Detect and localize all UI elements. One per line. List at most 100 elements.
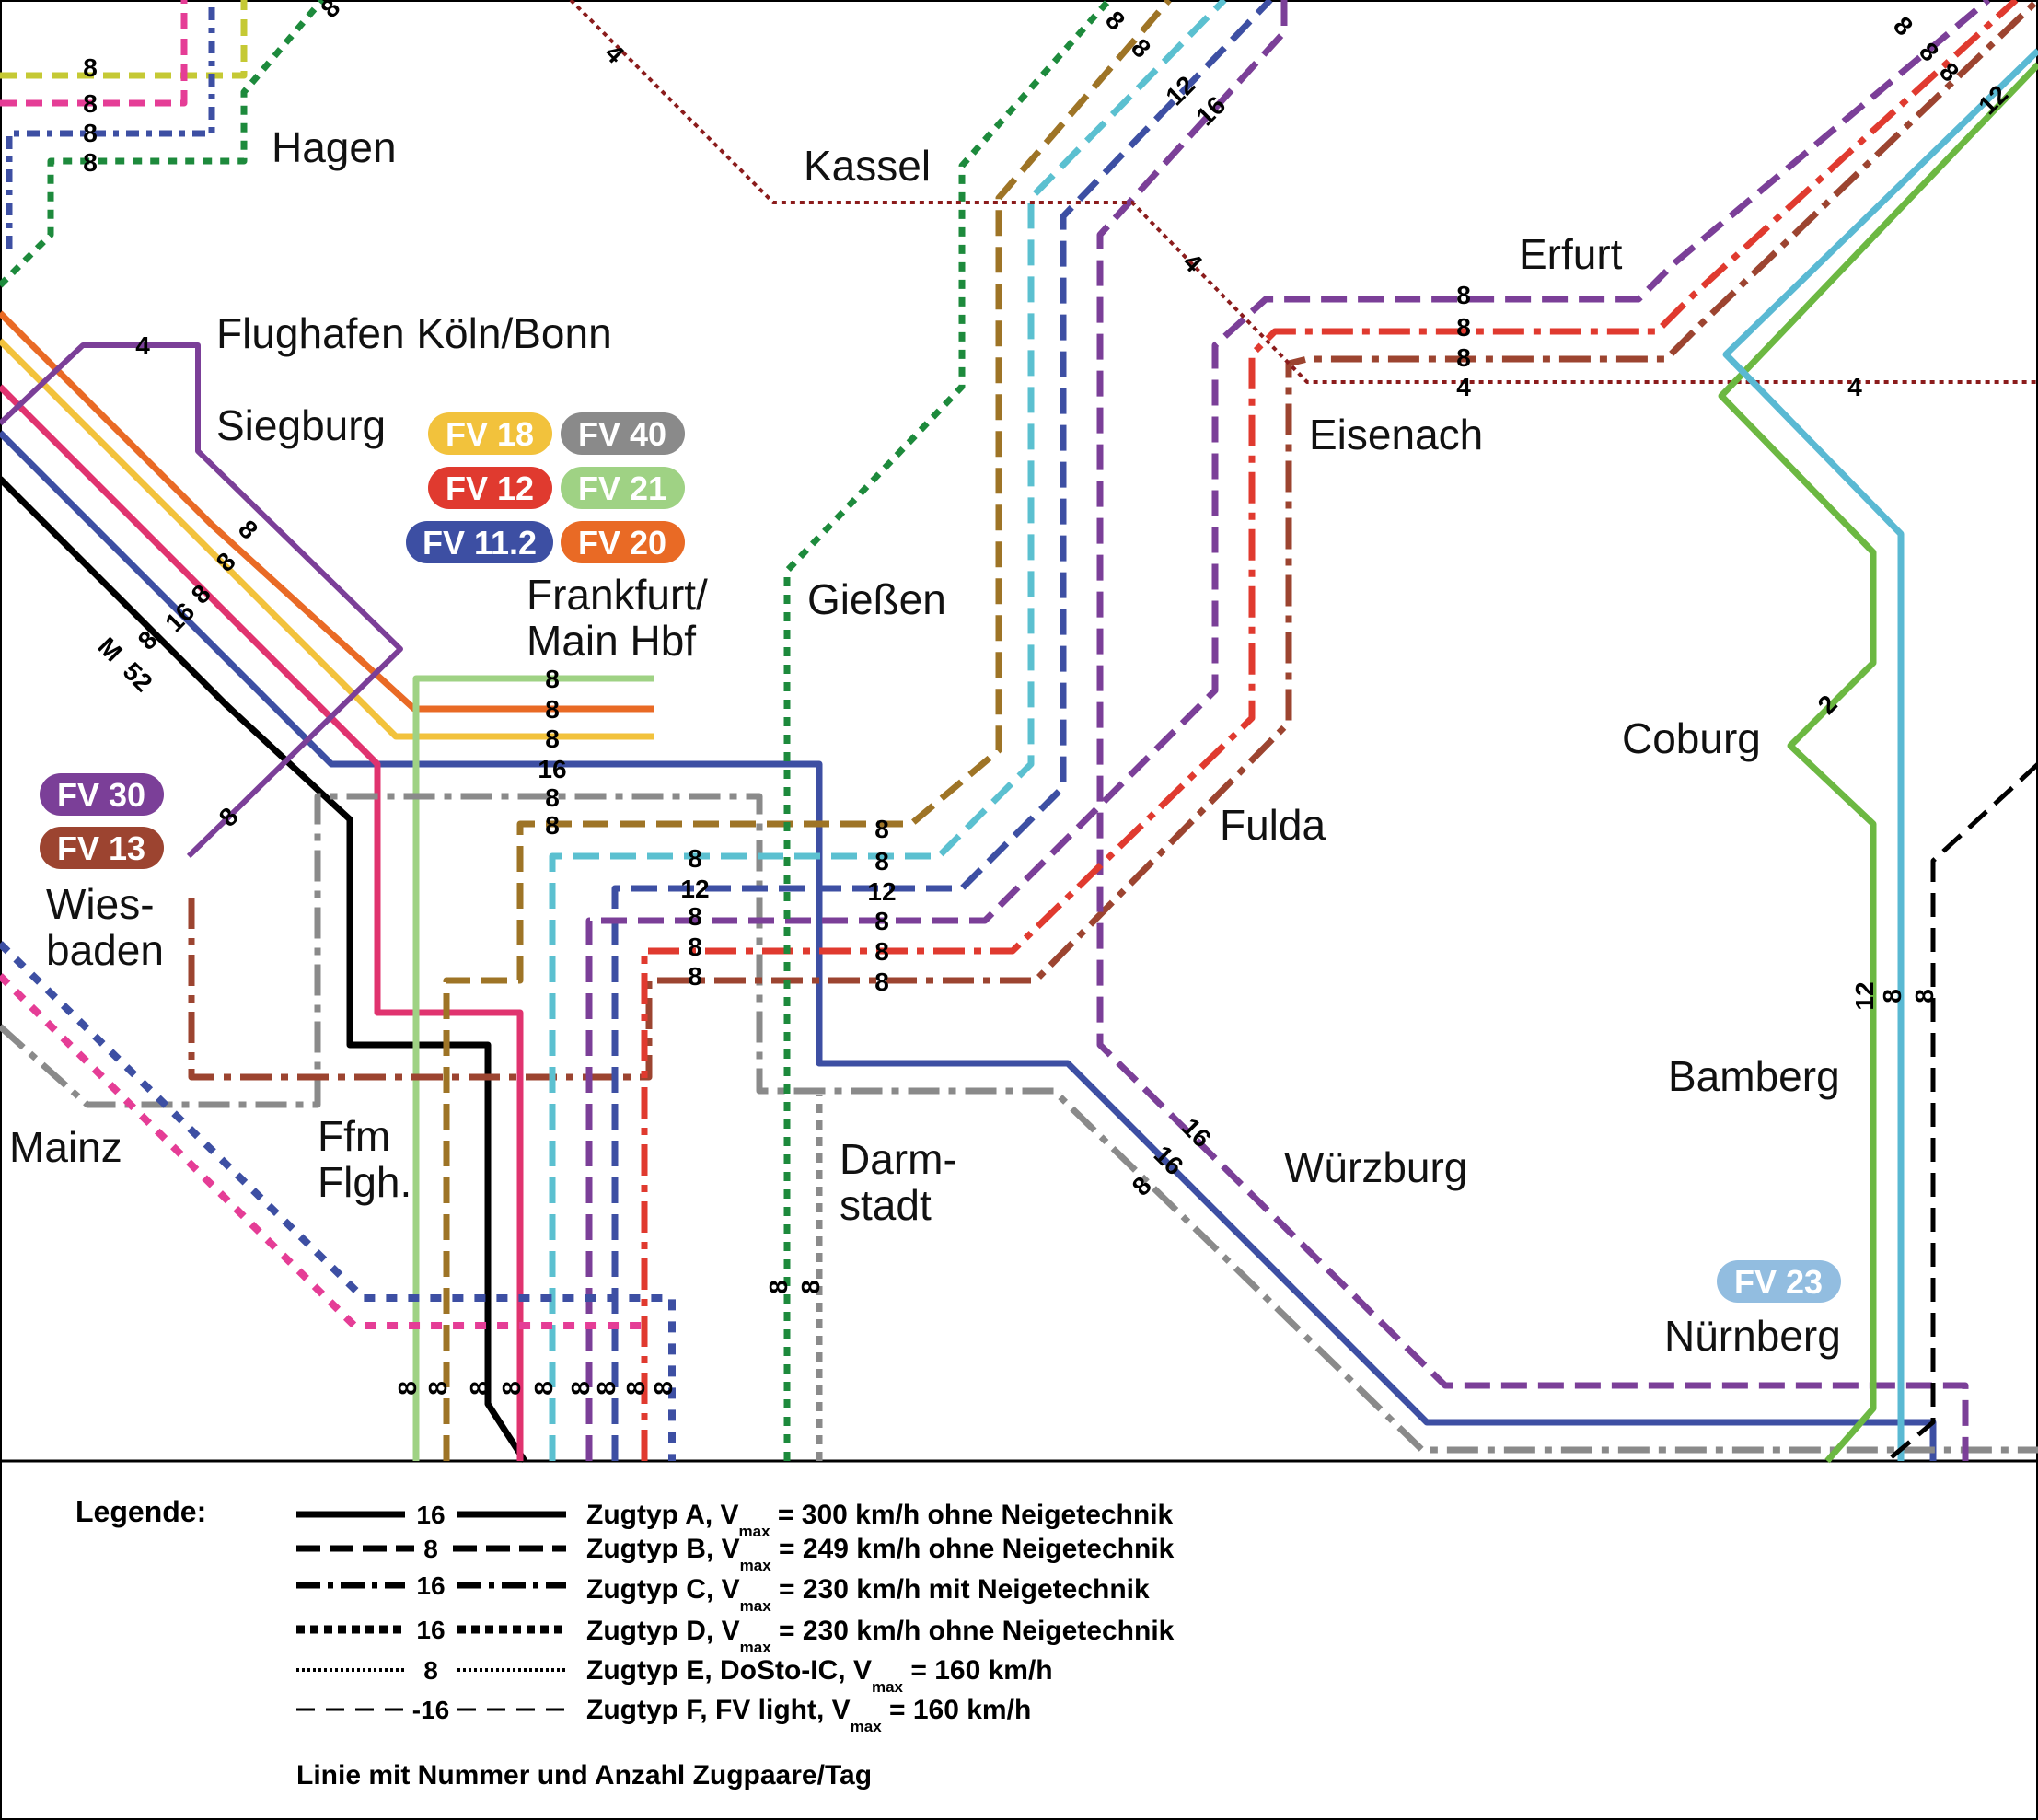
line-navy-dashdot — [6, 0, 215, 249]
count-label: 8 — [545, 811, 560, 840]
count-label: 4 — [1456, 373, 1471, 401]
legend-row-c-count: 16 — [416, 1571, 445, 1600]
badge-fv13: FV 13 — [40, 827, 164, 869]
count-label: 8 — [529, 1381, 558, 1396]
city-darmstadt-line2: stadt — [840, 1181, 932, 1229]
count-label: 8 — [592, 1381, 620, 1396]
line-pink — [0, 0, 188, 107]
line-blue-solid — [0, 430, 1937, 1461]
line-lime — [1718, 62, 2038, 1464]
legend-row-d-text: Zugtyp D, Vmax = 230 km/h ohne Neigetech… — [586, 1616, 1175, 1656]
badge-fv18-label: FV 18 — [446, 415, 534, 453]
count-label: 8 — [83, 119, 98, 147]
count-label: 12 — [1850, 981, 1879, 1010]
city-frankfurt-line2: Main Hbf — [527, 617, 696, 665]
count-label: 12 — [1973, 79, 2013, 120]
count-label: 8 — [1910, 989, 1939, 1003]
badge-fv23-label: FV 23 — [1734, 1263, 1823, 1301]
badge-fv13-bg — [40, 827, 164, 869]
count-label: 8 — [874, 907, 889, 935]
badge-fv11-2-label: FV 11.2 — [423, 524, 537, 562]
count-label: 8 — [1456, 343, 1471, 372]
city-mainz: Mainz — [9, 1123, 122, 1171]
count-label: 8 — [497, 1381, 526, 1396]
line-black — [0, 476, 527, 1463]
legend-row-f-text: Zugtyp F, FV light, Vmax = 160 km/h — [586, 1695, 1031, 1735]
city-erfurt: Erfurt — [1519, 230, 1623, 278]
badge-fv30-bg — [40, 773, 164, 816]
badge-fv21-bg — [561, 467, 685, 509]
count-label: 8 — [545, 725, 560, 753]
badge-fv23-bg — [1717, 1260, 1841, 1303]
badge-fv20: FV 20 — [561, 521, 685, 563]
count-label: 8 — [621, 1381, 650, 1396]
count-label: 8 — [83, 148, 98, 177]
count-label: 16 — [159, 597, 200, 637]
count-label: 8 — [83, 53, 98, 82]
count-label: 12 — [867, 877, 896, 906]
badge-fv21-label: FV 21 — [578, 469, 666, 507]
badge-fv30-label: FV 30 — [57, 776, 145, 814]
line-yellow — [0, 338, 654, 740]
city-wuerzburg: Würzburg — [1284, 1143, 1467, 1191]
badge-fv30: FV 30 — [40, 773, 164, 816]
count-label: 8 — [545, 783, 560, 812]
count-label: 8 — [393, 1381, 422, 1396]
city-giessen: Gießen — [807, 575, 946, 623]
legend-row-c: 16 Zugtyp C, Vmax = 230 km/h mit Neigete… — [296, 1571, 1150, 1615]
count-label: 8 — [545, 695, 560, 724]
badge-fv12-label: FV 12 — [446, 469, 534, 507]
line-orange — [0, 310, 654, 713]
count-label: 8 — [874, 815, 889, 843]
line-navy-mainz — [0, 941, 676, 1461]
badge-fv40-bg — [561, 412, 685, 455]
city-hagen: Hagen — [272, 123, 397, 171]
count-label: 16 — [538, 755, 566, 783]
line-purple-dashed-south — [1096, 0, 1969, 1461]
line-pink-mainz — [0, 973, 644, 1329]
line-green-top — [0, 0, 325, 288]
city-nuernberg: Nürnberg — [1664, 1312, 1841, 1360]
line-brown-mainz — [188, 0, 2038, 1081]
legend-row-e: 8 Zugtyp E, DoSto-IC, Vmax = 160 km/h — [296, 1655, 1053, 1696]
count-label: 8 — [1888, 11, 1918, 41]
legend-row-a-text: Zugtyp A, Vmax = 300 km/h ohne Neigetech… — [586, 1500, 1174, 1540]
line-cyan — [549, 0, 1227, 1461]
count-label: M — [92, 632, 127, 667]
city-darmstadt-line1: Darm- — [840, 1135, 957, 1183]
line-teal — [1722, 48, 2038, 1461]
badge-fv21: FV 21 — [561, 467, 685, 509]
badge-fv40: FV 40 — [561, 412, 685, 455]
line-purple-solid — [0, 342, 403, 859]
line-magenta — [0, 384, 524, 1461]
count-label: 8 — [465, 1381, 493, 1396]
legend-row-b: 8 Zugtyp B, Vmax = 249 km/h ohne Neigete… — [296, 1534, 1175, 1574]
city-wiesbaden-line2: baden — [46, 926, 164, 974]
count-label: 8 — [688, 962, 702, 991]
legend-row-e-text: Zugtyp E, DoSto-IC, Vmax = 160 km/h — [586, 1655, 1053, 1696]
badge-fv18: FV 18 — [428, 412, 552, 455]
count-label: 8 — [874, 847, 889, 875]
count-label: 8 — [1126, 33, 1156, 64]
city-siegburg: Siegburg — [216, 401, 386, 449]
badge-fv23: FV 23 — [1717, 1260, 1841, 1303]
legend-title: Legende: — [75, 1495, 206, 1528]
count-label: 16 — [1176, 1112, 1217, 1153]
count-label: 8 — [545, 665, 560, 693]
count-label: 8 — [423, 1381, 452, 1396]
badge-fv20-bg — [561, 521, 685, 563]
city-bamberg: Bamberg — [1668, 1052, 1840, 1100]
line-lightgreen — [412, 675, 654, 1461]
line-black-dashed — [1885, 762, 2038, 1463]
line-darkred-dotted — [569, 0, 2038, 384]
city-fulda: Fulda — [1220, 801, 1326, 849]
legend-row-f-count: -16 — [412, 1696, 449, 1724]
legend-footer: Linie mit Nummer und Anzahl Zugpaare/Tag — [296, 1760, 872, 1791]
count-label: 4 — [1847, 373, 1862, 401]
city-wiesbaden-line1: Wies- — [46, 880, 155, 928]
badge-fv12-bg — [428, 467, 552, 509]
legend-row-d-count: 16 — [416, 1616, 445, 1644]
legend-row-e-count: 8 — [423, 1656, 438, 1685]
